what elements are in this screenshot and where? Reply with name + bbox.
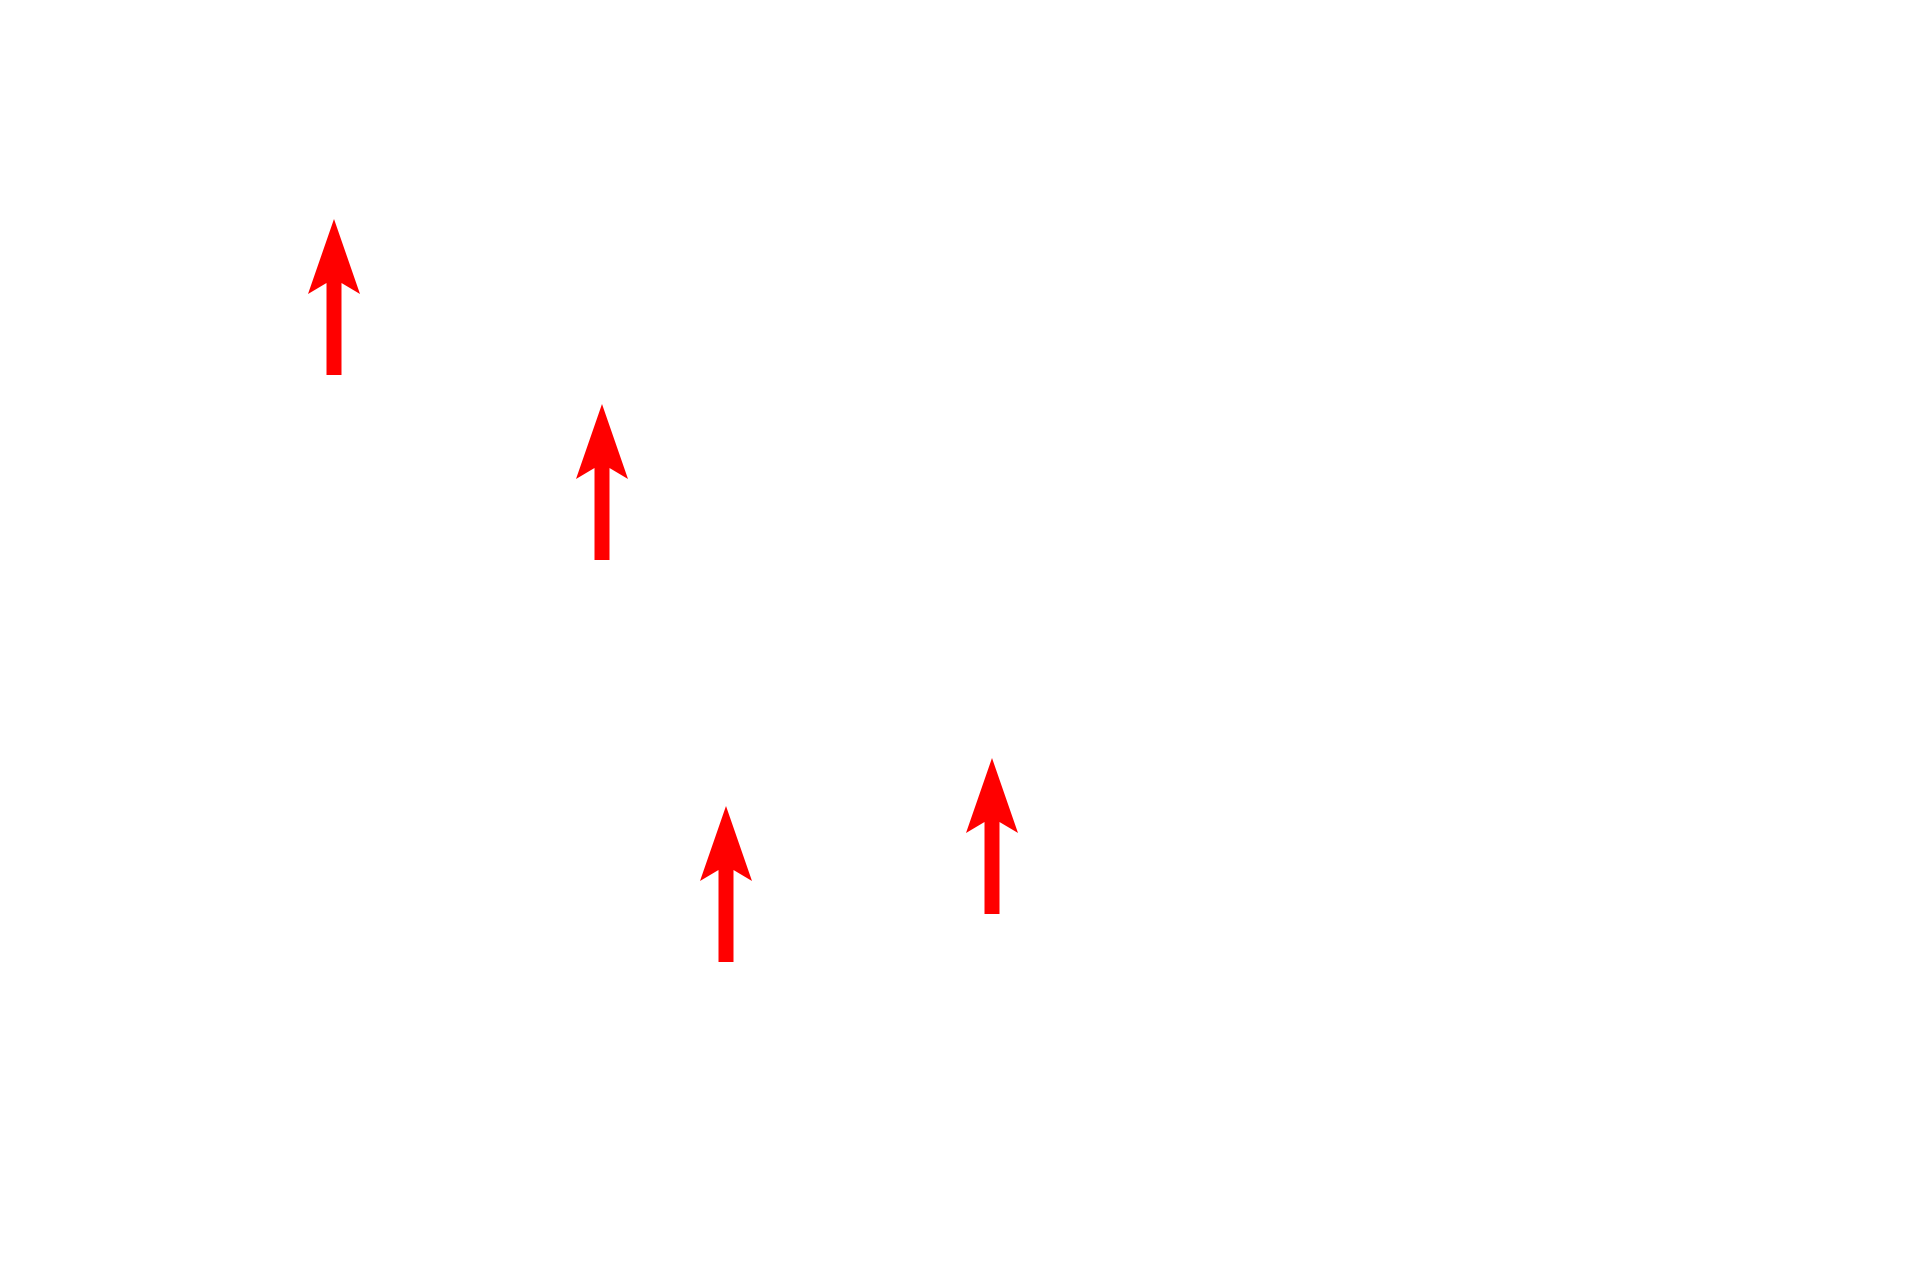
arrow-up-icon xyxy=(308,219,360,375)
arrow-up-icon xyxy=(576,404,628,560)
arrow-up-icon xyxy=(966,758,1018,914)
arrow-group xyxy=(308,219,1018,962)
arrow-up-icon xyxy=(700,806,752,962)
